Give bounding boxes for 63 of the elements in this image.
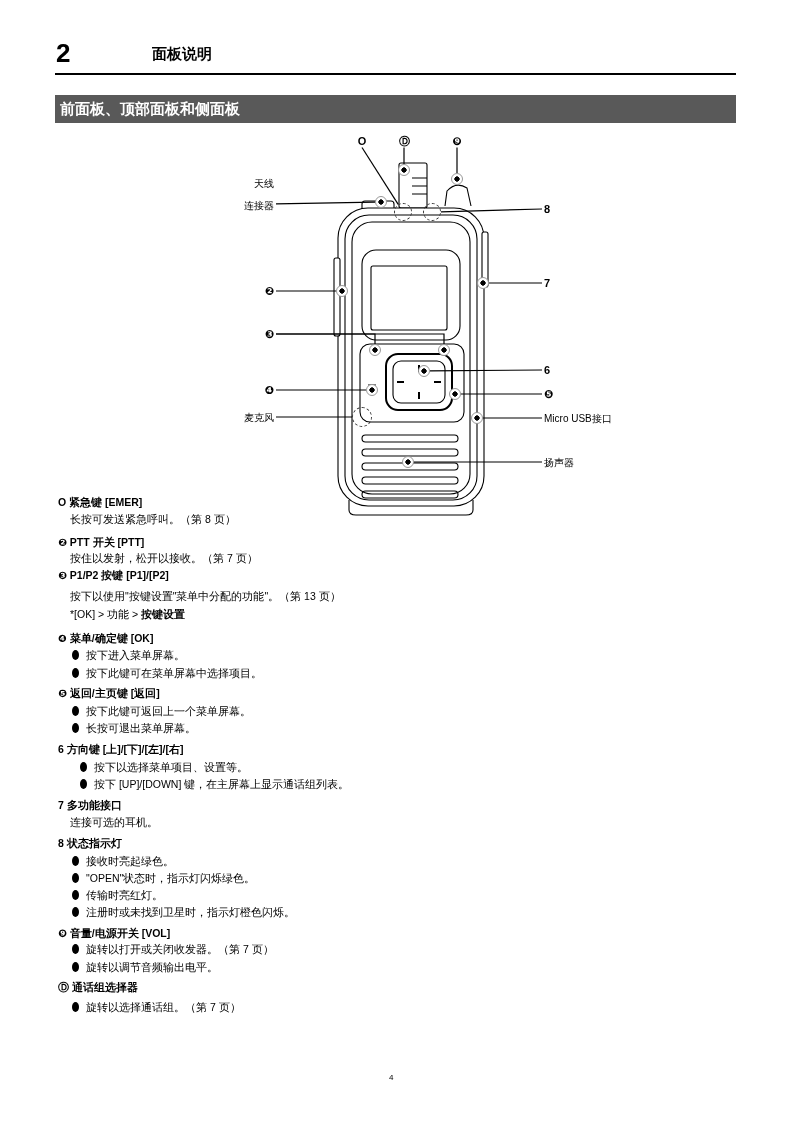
callout-number: O <box>355 134 369 148</box>
callout-number: ❺ <box>542 387 556 401</box>
leader-line <box>482 417 543 419</box>
list-item-text: 按下以选择菜单项目、设置等。 <box>94 761 248 774</box>
callout-number: ❾ <box>450 134 464 148</box>
callout-point <box>451 173 463 185</box>
list-item-text: 旋转以打开或关闭收发器。（第 7 页） <box>86 943 274 956</box>
callout-point <box>375 196 387 208</box>
leader-line <box>488 282 543 284</box>
page-title: 面板说明 <box>152 45 212 64</box>
section-heading: 前面板、顶部面板和侧面板 <box>55 95 736 123</box>
item-heading: ❹ 菜单/确定键 [OK] <box>58 632 154 645</box>
leader-line <box>275 416 353 418</box>
item-heading: ❸ P1/P2 按键 [P1]/[P2] <box>58 569 169 582</box>
part-label: 扬声器 <box>542 455 576 469</box>
page-number: 4 <box>389 1072 394 1084</box>
callout-number: 8 <box>542 202 553 216</box>
leader-line <box>275 389 367 391</box>
item-heading: 7 多功能接口 <box>58 799 122 812</box>
leader-line <box>403 146 405 165</box>
leader-line <box>429 369 543 372</box>
callout-number: Ⓓ <box>396 134 412 148</box>
leader-line <box>456 146 458 174</box>
item-heading: ❺ 返回/主页键 [返回] <box>58 687 160 700</box>
callout-number: ❷ <box>262 284 276 298</box>
list-item-text: 按下进入菜单屏幕。 <box>86 649 185 662</box>
callout-number: ❸ <box>262 327 276 341</box>
list-item-text: 按下此键可在菜单屏幕中选择项目。 <box>86 667 262 680</box>
callout-number: 6 <box>542 363 553 377</box>
leader-line <box>460 393 543 395</box>
leader-line <box>275 201 376 205</box>
list-item-text: 长按可退出菜单屏幕。 <box>86 722 196 735</box>
list-item-text: 旋转以调节音频输出电平。 <box>86 961 218 974</box>
list-item-text: 旋转以选择通话组。（第 7 页） <box>86 1001 241 1014</box>
list-item-text: 接收时亮起绿色。 <box>86 855 174 868</box>
item-heading: ❾ 音量/电源开关 [VOL] <box>58 927 171 940</box>
item-heading: ❷ PTT 开关 [PTT] <box>58 536 145 549</box>
description-text: 按下以使用"按键设置"菜单中分配的功能"。（第 13 页） <box>70 590 341 603</box>
chapter-number: 2 <box>56 40 71 66</box>
list-item-text: "OPEN"状态时，指示灯闪烁绿色。 <box>86 872 256 885</box>
leader-line <box>275 333 445 345</box>
item-heading: 8 状态指示灯 <box>58 837 122 850</box>
leader-line <box>361 146 399 205</box>
list-item-text: 按下此键可返回上一个菜单屏幕。 <box>86 705 251 718</box>
item-heading: Ⓓ 通话组选择器 <box>58 981 138 994</box>
leader-line <box>413 461 543 463</box>
leader-line <box>440 208 543 213</box>
description-text: 长按可发送紧急呼叫。（第 8 页） <box>70 513 236 526</box>
description-text: 按住以发射，松开以接收。（第 7 页） <box>70 552 258 565</box>
part-label: 天线 <box>253 176 274 190</box>
callout-number: ❹ <box>262 383 276 397</box>
description-text: 连接可选的耳机。 <box>70 816 158 829</box>
item-heading: O 紧急键 [EMER] <box>58 496 143 509</box>
callout-number: 7 <box>542 276 553 290</box>
part-label: 连接器 <box>244 198 274 212</box>
part-label: 麦克风 <box>242 410 276 424</box>
list-item-text: 注册时或未找到卫星时，指示灯橙色闪烁。 <box>86 906 295 919</box>
description-text: *[OK] > 功能 > 按键设置 <box>70 608 186 621</box>
part-label: Micro USB接口 <box>542 411 614 425</box>
item-heading: 6 方向键 [上]/[下]/[左]/[右] <box>58 743 184 756</box>
list-item-text: 按下 [UP]/[DOWN] 键，在主屏幕上显示通话组列表。 <box>94 778 350 791</box>
leader-line <box>275 290 337 292</box>
list-item-text: 传输时亮红灯。 <box>86 889 163 902</box>
